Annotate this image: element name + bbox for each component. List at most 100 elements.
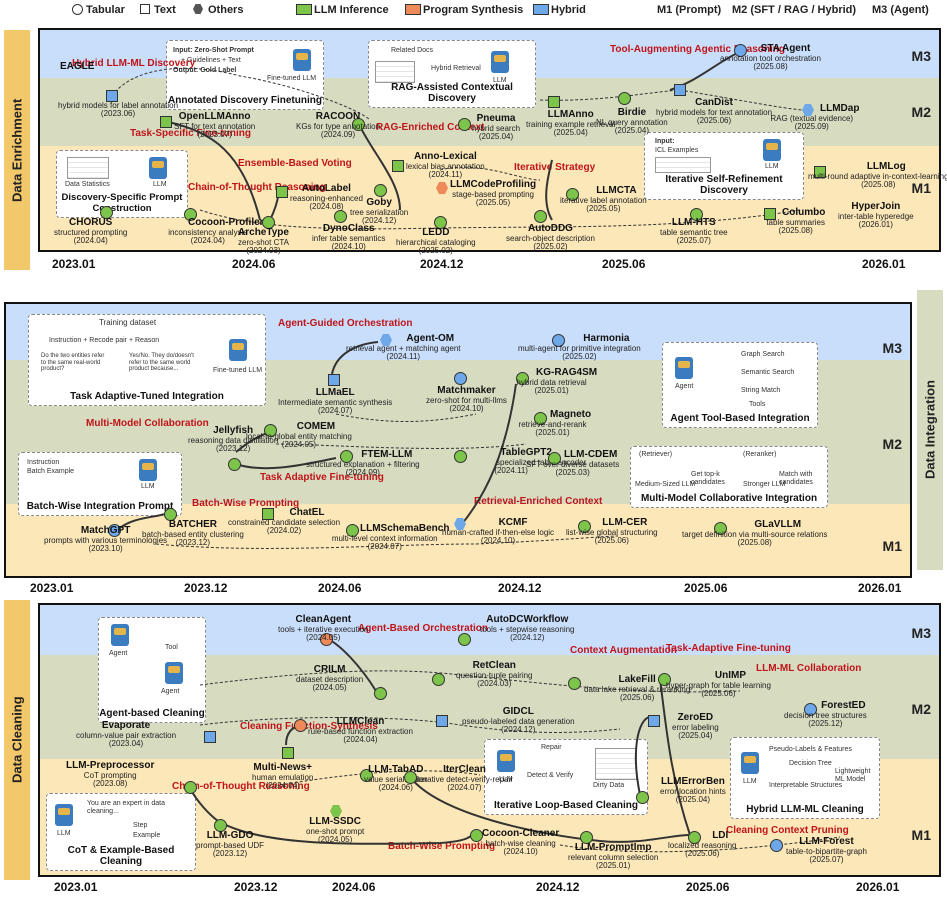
- ftem-marker: [340, 450, 353, 463]
- strategy-task-specific: Task-Specific Fine-tuning: [130, 128, 251, 139]
- rag-hybrid-label: Hybrid Retrieval: [431, 65, 481, 72]
- strategy-llm-ml: LLM-ML Collaboration: [756, 663, 862, 674]
- node-multinews: Multi-News+human emulation(2024.04): [252, 762, 314, 790]
- annotated-output: Output: Gold Label: [173, 67, 237, 74]
- node-eagle-desc: hybrid models for label annotation(2023.…: [58, 101, 179, 119]
- strategy-task-adaptive: Task Adaptive Fine-tuning: [260, 472, 384, 483]
- agent-tool-label: Tool: [165, 644, 178, 651]
- strategy-tool-aug: Tool-Augmenting Agentic Reasoning: [610, 44, 785, 55]
- enrichment-axis-0: 2023.01: [52, 257, 96, 271]
- hybrid-cleaning-card: LLM Pseudo-Labels & Features Decision Tr…: [730, 737, 880, 819]
- annotated-card-title: Annotated Discovery Finetuning: [168, 95, 322, 106]
- cleaning-axis-1: 2023.12: [234, 880, 278, 894]
- strategy-cot: Chain-of-Thought Reasoning: [172, 781, 310, 792]
- text-legend-icon: [140, 4, 150, 14]
- strategy-hybrid-llm-ml: Hybrid LLM-ML Discovery: [72, 58, 196, 69]
- legend-program-synthesis: Program Synthesis: [423, 4, 524, 16]
- integration-m1-label: M1: [882, 538, 902, 554]
- legend-llm-inference: LLM Inference: [314, 4, 389, 16]
- cocoonprof-marker: [184, 208, 197, 221]
- integration-m3-label: M3: [882, 340, 902, 356]
- llmcode-marker: [436, 182, 448, 194]
- robot-icon: [165, 662, 183, 684]
- data-enrichment-tab: Data Enrichment: [4, 30, 30, 270]
- hybrid-legend-icon: [533, 4, 549, 15]
- cleaning-axis-3: 2024.12: [536, 880, 580, 894]
- table-icon: [375, 61, 415, 83]
- kgrag-marker: [516, 372, 529, 385]
- tool-sem-label: Semantic Search: [741, 369, 795, 376]
- hybrid-cleaning-card-title: Hybrid LLM-ML Cleaning: [746, 804, 864, 815]
- openllmanno-marker: [160, 116, 172, 128]
- legend-text: Text: [154, 4, 176, 16]
- llmhts-marker: [690, 208, 703, 221]
- glavllm-marker: [714, 522, 727, 535]
- cot-example: Example: [133, 832, 161, 839]
- gidcl-marker: [436, 715, 448, 727]
- cleaning-axis-2: 2024.06: [332, 880, 376, 894]
- llmlog-marker: [814, 166, 826, 178]
- agent-tool-card: Agent Graph Search Semantic Search Strin…: [662, 342, 818, 428]
- it-detect-label: Detect & Verify: [527, 772, 574, 779]
- llmpre-marker: [184, 781, 197, 794]
- birdie-marker: [618, 92, 631, 105]
- data-integration-tab: Data Integration: [917, 290, 943, 570]
- table-icon: [595, 748, 637, 780]
- discovery-prompt-card: Data Statistics LLM Discovery-Specific P…: [56, 150, 188, 218]
- iterative-card-title: Iterative Self-Refinement Discovery: [665, 174, 783, 196]
- cleaning-axis-0: 2023.01: [54, 880, 98, 894]
- ldi-marker: [688, 831, 701, 844]
- cleaning-axis-4: 2025.06: [686, 880, 730, 894]
- iterative-icl-label: ICL Examples: [655, 147, 699, 154]
- batcher-marker: [164, 508, 177, 521]
- llmcer-marker: [578, 520, 591, 533]
- batch-in2: Batch Example: [27, 468, 75, 475]
- legend-m2: M2 (SFT / RAG / Hybrid): [732, 4, 857, 16]
- enrichment-axis-4: 2026.01: [862, 257, 906, 271]
- llmerror-marker: [636, 791, 649, 804]
- llmanno-marker: [548, 96, 560, 108]
- annotated-input-1: Input: Zero-Shot Prompt: [173, 47, 254, 54]
- iterative-loop-card-title: Iterative Loop-Based Cleaning: [494, 800, 638, 811]
- enrichment-m1-label: M1: [911, 180, 931, 196]
- ssdc-marker: [330, 805, 342, 817]
- robot-icon: [111, 624, 129, 646]
- annotated-discovery-card: Input: Zero-Shot Prompt + Guidelines + T…: [166, 40, 324, 110]
- data-cleaning-tab: Data Cleaning: [4, 600, 30, 880]
- foresteD-marker: [804, 703, 817, 716]
- tool-tools-label: Tools: [749, 401, 766, 408]
- tool-agent-label: Agent: [675, 383, 694, 390]
- chatel-marker: [262, 508, 274, 520]
- rag-docs-label: Related Docs: [391, 47, 434, 54]
- it-llm-label: LLM: [499, 776, 513, 783]
- discovery-llm-label: LLM: [153, 181, 167, 188]
- retclean-marker: [432, 673, 445, 686]
- table-icon: [655, 157, 711, 173]
- prompttimp-marker: [580, 831, 593, 844]
- cleaning-m3-label: M3: [911, 625, 931, 641]
- hy-pseudo-label: Pseudo-Labels & Features: [769, 746, 852, 753]
- llm-inference-legend-icon: [296, 4, 312, 15]
- chorus-marker: [100, 206, 113, 219]
